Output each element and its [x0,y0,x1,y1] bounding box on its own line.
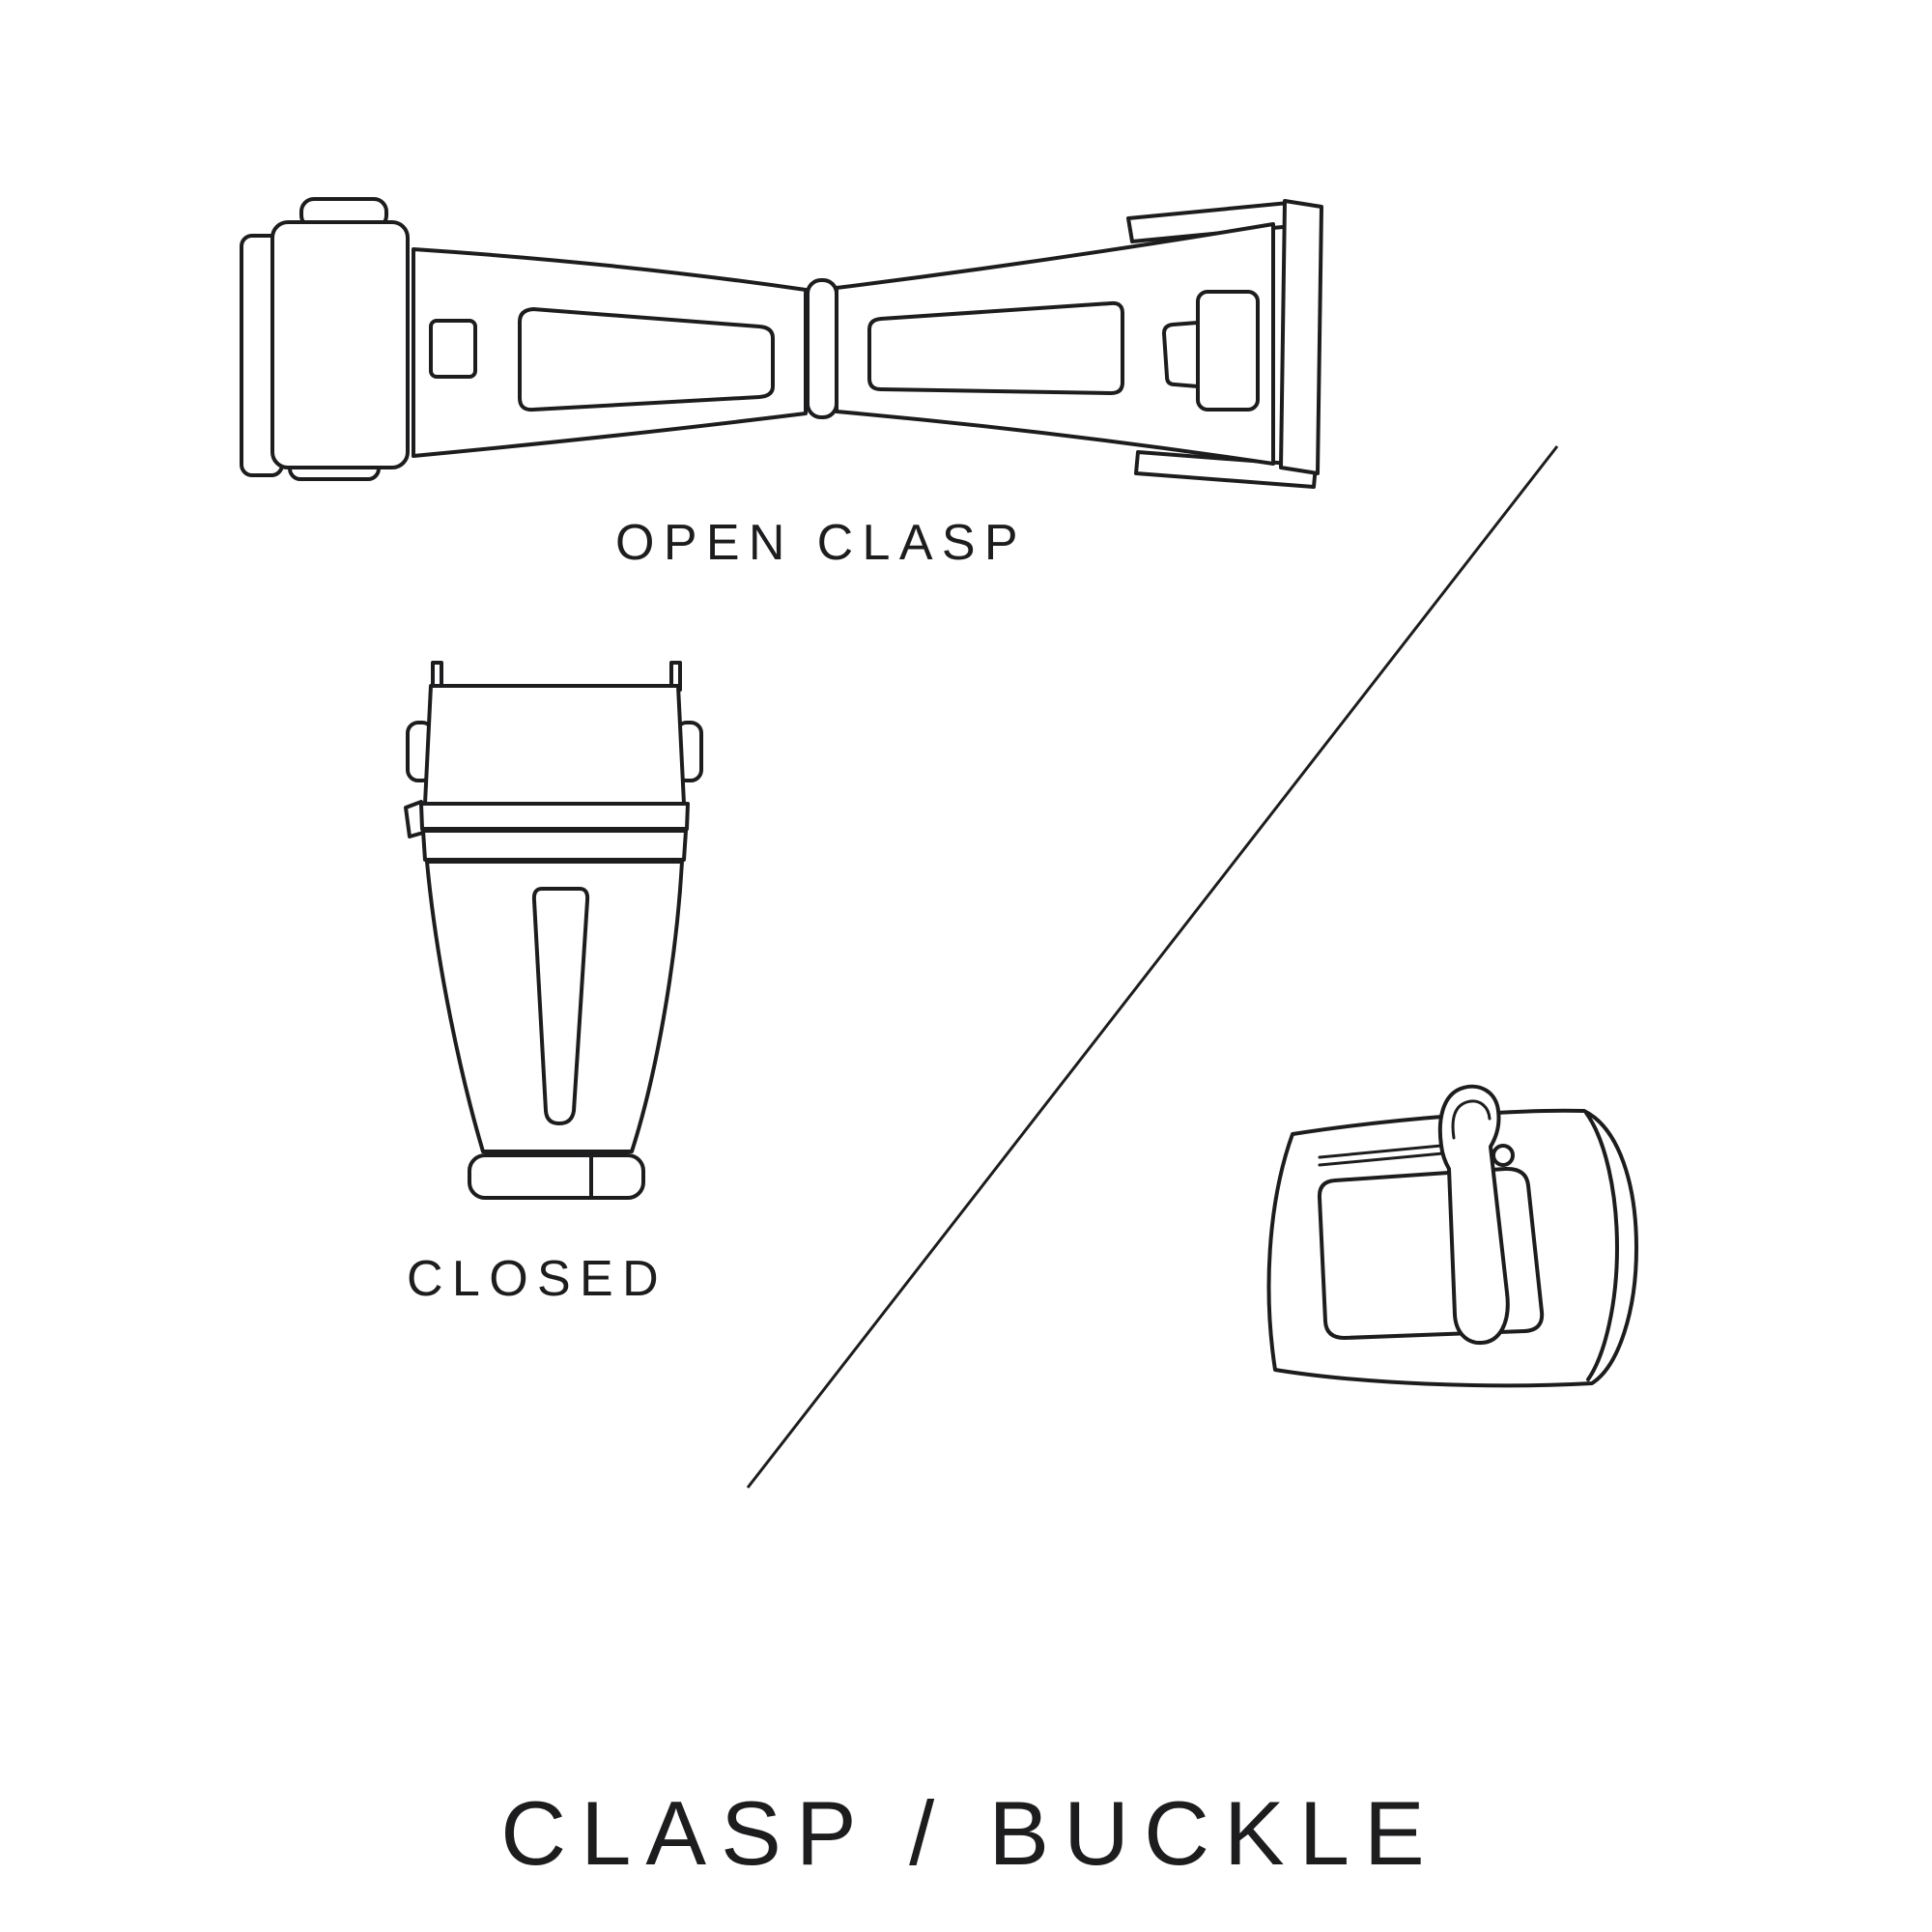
right-arm-inner-outline [867,300,1124,395]
buckle-tongue [1437,1084,1510,1346]
clasp-end-bar [468,1153,645,1200]
hinge-band-2 [421,829,688,862]
clasp-body-slot [531,887,590,1125]
clasp-cover [423,684,686,806]
left-arm-inner-outline [518,307,775,412]
keeper-hook [1162,321,1200,388]
center-hinge [806,278,838,419]
buckle-band-inner-edge [1584,1111,1619,1381]
right-arm [835,222,1275,466]
buckle-pin-line-bottom [1318,1151,1445,1167]
hinge-band-1 [419,802,690,831]
open-clasp-illustration [240,197,1323,489]
left-arm [412,247,808,458]
closed-clasp-illustration [404,661,703,1200]
buckle-pin [1318,1144,1445,1167]
keeper-loop [1196,290,1260,412]
divider-line [746,445,1559,1489]
diagram-title: CLASP / BUCKLE [500,1782,1439,1884]
closed-clasp-label: CLOSED [407,1251,668,1307]
left-arm-notch [429,319,477,379]
buckle-pin-end [1492,1144,1515,1167]
tang-buckle-illustration [1266,1084,1638,1388]
right-end-plate [1279,199,1323,475]
open-clasp-label: OPEN CLASP [615,515,1027,571]
buckle-tongue-loop-inner [1451,1099,1492,1140]
buckle-pin-line-top [1318,1144,1443,1159]
clasp-fold-block [270,220,410,469]
